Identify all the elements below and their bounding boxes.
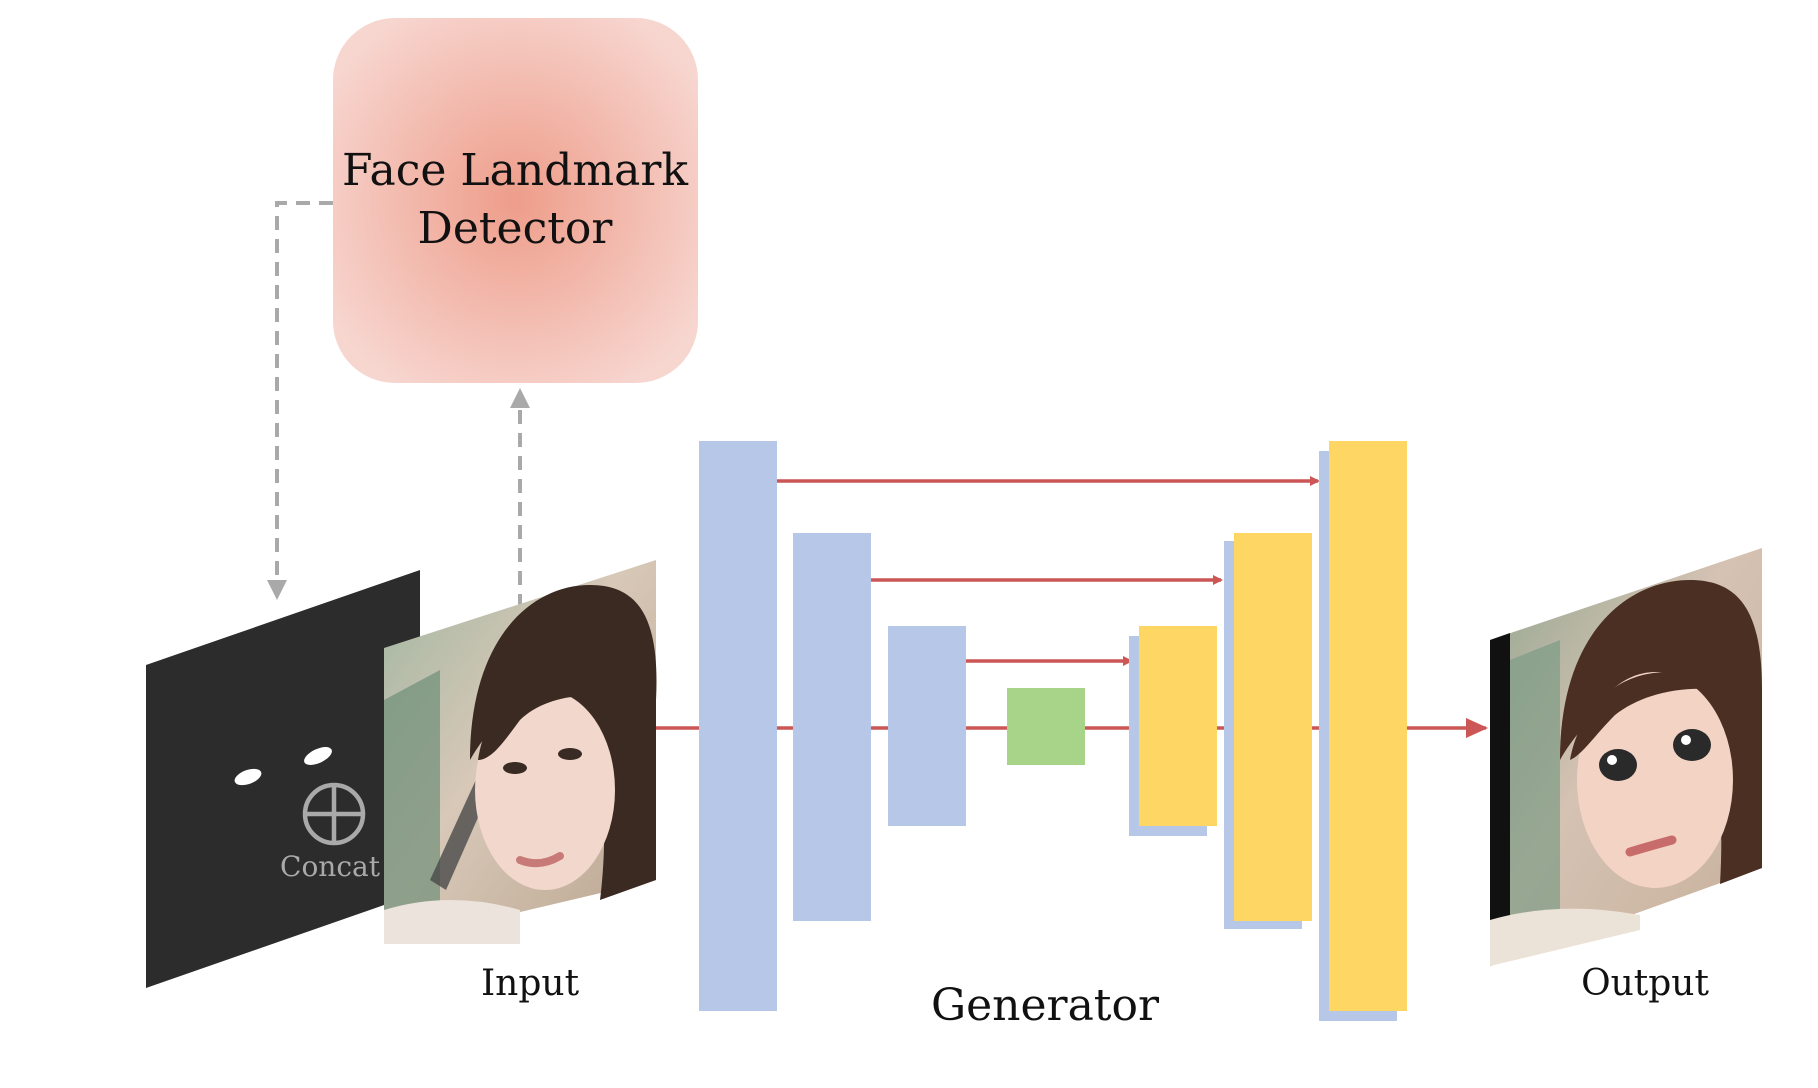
- encoder-block-1: [699, 441, 777, 1011]
- face-landmark-detector: Face Landmark Detector: [333, 18, 698, 383]
- decoder-block-3: [1319, 441, 1407, 1021]
- concat-operator-icon: [302, 782, 366, 846]
- output-image: [1490, 548, 1762, 966]
- mask-eye-left: [234, 768, 262, 786]
- landmark-mask: Concat: [146, 570, 420, 988]
- generator-label: Generator: [931, 980, 1160, 1031]
- concat-label: Concat: [280, 850, 381, 883]
- detector-title-line1: Face Landmark: [342, 145, 688, 196]
- mask-eye-right: [304, 747, 332, 765]
- output-label: Output: [1581, 963, 1709, 1004]
- encoder-block-3: [888, 626, 966, 826]
- bottleneck-block: [1007, 688, 1085, 765]
- input-image: [384, 560, 657, 944]
- decoder-block-2: [1224, 533, 1312, 929]
- dashed-arrow-to-mask: [267, 201, 333, 600]
- encoder-block-2: [793, 533, 871, 921]
- input-label: Input: [481, 963, 580, 1004]
- detector-title-line2: Detector: [418, 203, 614, 254]
- decoder-block-1: [1129, 626, 1217, 836]
